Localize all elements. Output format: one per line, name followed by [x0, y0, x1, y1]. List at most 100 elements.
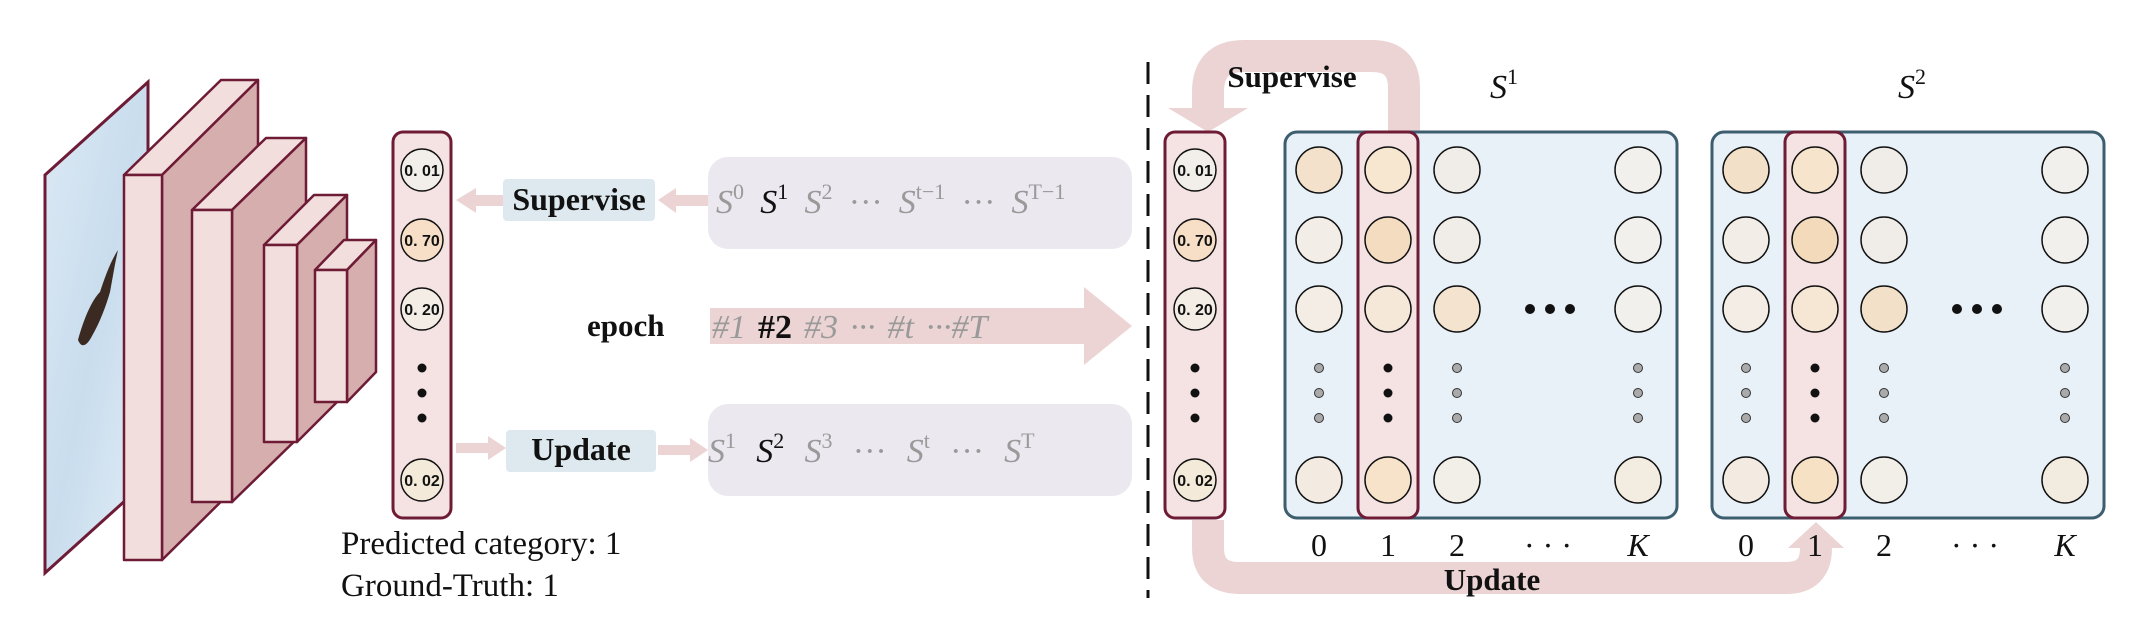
supervise-arrow-left [456, 188, 503, 213]
matrix-column-label: 0 [1738, 527, 1754, 563]
soft-label-matrix: S1 0 1 2 · · · K [1283, 64, 1679, 563]
matrix-cell [1791, 216, 1839, 264]
matrix-column-label: 2 [1449, 527, 1465, 563]
epoch-sequence: #1#2#3···#t···#T [712, 309, 989, 346]
matrix-cell [1614, 146, 1662, 194]
update-label: Update [531, 431, 631, 467]
matrix-cell [2041, 456, 2089, 504]
right-vector-cell: 0. 02 [1173, 458, 1217, 502]
matrix-row-ellipsis [1879, 388, 1889, 398]
left-vector-cell: 0. 20 [400, 287, 444, 331]
update-arrow-left [456, 436, 506, 460]
right-prediction-vector: 0. 01 0. 70 0. 20 0. 02 [1163, 130, 1227, 520]
matrix-column-label: · · · [1951, 527, 1999, 563]
top-supervise-arc: Supervise [1168, 40, 1420, 132]
vector-ellipsis [1190, 363, 1200, 423]
bottom-update-label: Update [1444, 562, 1540, 597]
matrix-row-ellipsis [1741, 363, 1751, 373]
matrix-cell [1860, 146, 1908, 194]
matrix-title: S2 [1898, 64, 1926, 106]
right-vector-cell: 0. 20 [1173, 287, 1217, 331]
supervise-sequence: S0 S1 S2 ···St−1 ···ST−1 [716, 179, 1065, 221]
matrix-column-label: K [2053, 527, 2077, 563]
matrix-cell [1295, 456, 1343, 504]
left-vector-cell: 0. 01 [400, 148, 444, 192]
supervise-sequence-box [708, 157, 1132, 249]
matrix-cell [1433, 146, 1481, 194]
matrix-cell [1791, 456, 1839, 504]
matrix-row-ellipsis [2060, 388, 2070, 398]
matrix-title: S1 [1490, 64, 1518, 106]
left-vector-value: 0. 20 [404, 302, 440, 319]
right-vector-value: 0. 20 [1177, 302, 1213, 319]
matrix-cell [1722, 216, 1770, 264]
matrix-row-ellipsis [1879, 363, 1889, 373]
matrix-row-ellipsis [1383, 363, 1393, 373]
epoch-row: epoch #1#2#3···#t···#T [587, 287, 1132, 365]
matrix-row-ellipsis [1810, 388, 1820, 398]
matrix-cell [1433, 285, 1481, 333]
matrix-row-ellipsis [1741, 413, 1751, 423]
matrix-col-ellipsis [1992, 304, 2002, 314]
matrix-cell [1433, 216, 1481, 264]
update-sequence-box [708, 404, 1132, 496]
matrix-column-label: · · · [1524, 527, 1572, 563]
soft-label-matrices: S1 0 1 2 · · · K S2 0 1 2 · · · K [1283, 64, 2106, 563]
matrix-cell [1860, 456, 1908, 504]
matrix-cell [1722, 146, 1770, 194]
matrix-row-ellipsis [2060, 363, 2070, 373]
matrix-row-ellipsis [1452, 388, 1462, 398]
matrix-col-ellipsis [1952, 304, 1962, 314]
matrix-row-ellipsis [1383, 413, 1393, 423]
matrix-cell [1364, 216, 1412, 264]
right-vector-value: 0. 01 [1177, 163, 1213, 180]
matrix-cell [1364, 285, 1412, 333]
matrix-column-label: 0 [1311, 527, 1327, 563]
matrix-cell [1295, 216, 1343, 264]
matrix-row-ellipsis [1879, 413, 1889, 423]
matrix-cell [1295, 285, 1343, 333]
update-arrow-mid [658, 438, 708, 462]
matrix-row-ellipsis [1314, 413, 1324, 423]
update-label-box [506, 430, 656, 472]
epoch-arrow [710, 287, 1132, 365]
matrix-cell [1295, 146, 1343, 194]
ground-truth-caption: Ground-Truth: 1 [341, 568, 559, 604]
cnn-backbone [43, 78, 378, 577]
supervise-label: Supervise [512, 181, 645, 217]
left-prediction-vector: 0. 01 0. 70 0. 20 0. 02 [391, 130, 453, 520]
bird-icon [78, 250, 118, 346]
predicted-category-caption: Predicted category: 1 [341, 526, 621, 562]
matrix-row-ellipsis [1810, 363, 1820, 373]
matrix-column-label: 2 [1876, 527, 1892, 563]
supervise-label-box [503, 179, 655, 221]
right-vector-value: 0. 70 [1177, 233, 1213, 250]
matrix-cell [1722, 456, 1770, 504]
matrix-column-label: 1 [1380, 527, 1396, 563]
soft-label-matrix: S2 0 1 2 · · · K [1710, 64, 2106, 563]
matrix-cell [1860, 216, 1908, 264]
matrix-row-ellipsis [1383, 388, 1393, 398]
left-vector-value: 0. 01 [404, 163, 440, 180]
top-supervise-label: Supervise [1227, 59, 1356, 94]
matrix-row-ellipsis [1452, 413, 1462, 423]
matrix-cell [1614, 456, 1662, 504]
matrix-column-label: 1 [1807, 527, 1823, 563]
conv-block-4 [313, 238, 378, 404]
left-vector-value: 0. 02 [404, 473, 440, 490]
supervise-row: Supervise S0 S1 S2 ···St−1 ···ST−1 [456, 157, 1132, 249]
matrix-cell [1722, 285, 1770, 333]
matrix-cell [1614, 285, 1662, 333]
matrix-row-ellipsis [2060, 413, 2070, 423]
left-vector-value: 0. 70 [404, 233, 440, 250]
matrix-row-ellipsis [1633, 388, 1643, 398]
matrix-row-ellipsis [1452, 363, 1462, 373]
matrix-col-ellipsis [1565, 304, 1575, 314]
matrix-col-ellipsis [1972, 304, 1982, 314]
matrix-cell [2041, 146, 2089, 194]
matrix-col-ellipsis [1545, 304, 1555, 314]
matrix-cell [2041, 216, 2089, 264]
matrix-column-label: K [1626, 527, 1650, 563]
matrix-row-ellipsis [1314, 388, 1324, 398]
